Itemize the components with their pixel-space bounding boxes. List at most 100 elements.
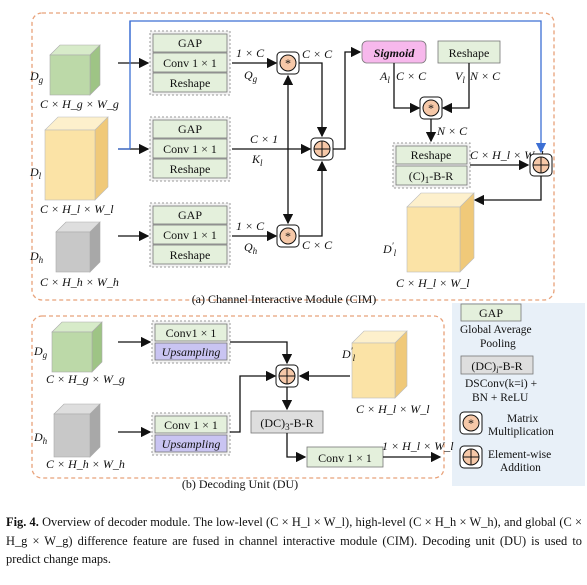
- arrow-a-mult: [393, 63, 421, 114]
- qh-var: Qh: [244, 240, 258, 256]
- cube-dl: [44, 116, 109, 201]
- legend-add-icon: [459, 445, 483, 469]
- figure-caption: Fig. 4. Overview of decoder module. The …: [6, 513, 582, 569]
- legend-gap-box: [460, 303, 522, 322]
- legend-mm-desc-1: Matrix: [507, 413, 539, 425]
- du-dg-label: Dg: [33, 344, 48, 360]
- stack-h: GAP Conv 1 × 1 Reshape: [149, 202, 231, 268]
- cim-title: (a) Channel Interactive Module (CIM): [192, 292, 377, 306]
- arrow-cc-bottom: [299, 160, 328, 237]
- stack-out: Reshape (C)1-B-R: [392, 142, 471, 189]
- cim-dg-shape: C × H_g × W_g: [40, 97, 119, 111]
- cbr-out-label: (C)1-B-R: [409, 169, 454, 185]
- cc-top: C × C: [302, 47, 333, 61]
- legend-dc-label: (DC)i-B-R: [471, 359, 522, 375]
- du-cube-dprime: [351, 330, 408, 399]
- caption-text: Overview of decoder module. The low-leve…: [6, 515, 582, 566]
- du-title: (b) Decoding Unit (DU): [182, 477, 298, 491]
- legend-gap-desc-1: Global Average: [460, 324, 532, 336]
- svg-text:*: *: [428, 101, 434, 115]
- add-node-cim: [310, 137, 334, 161]
- reshape-v-label: Reshape: [449, 46, 490, 60]
- mult-node-bottom: *: [276, 224, 300, 248]
- du-stack-top: Conv1 × 1 Upsampling: [151, 320, 231, 364]
- svg-text:*: *: [285, 229, 291, 243]
- legend-ea-desc-2: Addition: [500, 462, 541, 474]
- du-stack-bottom: Conv 1 × 1 Upsampling: [151, 412, 231, 456]
- caption-fig-label: Fig. 4.: [6, 515, 39, 529]
- stack-g-reshape: Reshape: [170, 76, 211, 90]
- cc-bottom: C × C: [302, 238, 333, 252]
- cim-dl-shape: C × H_l × W_l: [40, 202, 114, 216]
- stack-h-reshape: Reshape: [170, 248, 211, 262]
- arrow-v-mult: [441, 63, 470, 114]
- cim-dh-shape: C × H_h × W_h: [40, 275, 119, 289]
- du-cbr-label: (DC)3-B-R: [260, 416, 313, 432]
- cube-dg: [49, 44, 101, 96]
- mult-node-top: *: [276, 51, 300, 75]
- arrow-cc-top: [299, 62, 328, 138]
- du-dg-shape: C × H_g × W_g: [46, 372, 125, 386]
- cube-dprime-cim: [406, 192, 475, 273]
- du-arrow-top-add: [230, 341, 293, 365]
- stack-l-reshape: Reshape: [170, 162, 211, 176]
- cube-dh: [55, 221, 101, 273]
- du-add-node: [275, 364, 299, 388]
- stack-h-gap: GAP: [178, 208, 202, 222]
- legend-dc-desc-2: BN + ReLU: [472, 392, 529, 404]
- svg-text:*: *: [285, 56, 291, 70]
- svg-text:*: *: [468, 416, 474, 430]
- decoder-diagram: Dg Dl Dh C × H_g × W_g C × H_l × W_l C ×…: [29, 12, 585, 491]
- cim-frame: [31, 12, 555, 301]
- qg-var: Qg: [244, 68, 258, 84]
- stack-l-gap: GAP: [178, 122, 202, 136]
- legend-mm-desc-2: Multiplication: [488, 426, 554, 438]
- cim-dprime-shape: C × H_l × W_l: [396, 276, 470, 290]
- kl-var: Kl: [251, 152, 263, 168]
- du-dh-label: Dh: [33, 430, 48, 446]
- qg-dims: 1 × C: [236, 46, 265, 60]
- stack-h-conv: Conv 1 × 1: [163, 228, 217, 242]
- legend-mult-icon: *: [459, 411, 483, 435]
- legend-dc-box: [460, 355, 534, 375]
- cim-dh-label: Dh: [29, 249, 44, 265]
- stack-g-gap: GAP: [178, 36, 202, 50]
- cim-dg-label: Dg: [29, 69, 44, 85]
- legend-ea-desc-1: Element-wise: [488, 449, 551, 461]
- du-cube-dh: [53, 403, 101, 458]
- v-label: Vl: [455, 69, 465, 85]
- a-dims: C × C: [396, 69, 427, 83]
- stack-g: GAP Conv 1 × 1 Reshape: [149, 30, 231, 96]
- v-dims: N × C: [469, 69, 501, 83]
- du-arrow-to-conv: [286, 433, 307, 463]
- du-bottom-conv: Conv 1 × 1: [164, 418, 218, 432]
- arrow-to-sigmoid: [333, 46, 362, 150]
- legend-gap-desc-2: Pooling: [480, 338, 516, 350]
- arrow-to-dprime: [473, 176, 542, 206]
- du-bottom-ups: Upsampling: [162, 437, 221, 451]
- du-final-dims: 1 × H_l × W_l: [382, 439, 454, 453]
- legend-gap-label: GAP: [479, 306, 503, 320]
- add-node-out: [529, 153, 553, 177]
- mult-node-right: *: [419, 96, 443, 120]
- sigmoid-label: Sigmoid: [374, 46, 416, 60]
- out-dims: C × H_l × W_l: [470, 148, 544, 162]
- du-arrow-bottom-add: [230, 370, 277, 433]
- stack-l-conv: Conv 1 × 1: [163, 142, 217, 156]
- du-dprime-label: D′l: [341, 346, 356, 363]
- a-label: Al: [379, 69, 390, 85]
- du-final-conv-label: Conv 1 × 1: [318, 451, 372, 465]
- reshape-out-label: Reshape: [411, 148, 452, 162]
- du-top-ups: Upsampling: [162, 345, 221, 359]
- du-top-conv: Conv1 × 1: [166, 326, 217, 340]
- nc-label: N × C: [436, 124, 468, 138]
- cim-dprime-label: D′l: [382, 241, 397, 258]
- du-frame: [31, 315, 445, 479]
- kl-dims: C × 1: [250, 132, 278, 146]
- stack-l: GAP Conv 1 × 1 Reshape: [149, 116, 231, 182]
- qh-dims: 1 × C: [236, 219, 265, 233]
- du-cube-dg: [51, 321, 103, 373]
- cim-dl-label: Dl: [29, 165, 42, 181]
- legend-dc-desc-1: DSConv(k=i) +: [465, 378, 537, 390]
